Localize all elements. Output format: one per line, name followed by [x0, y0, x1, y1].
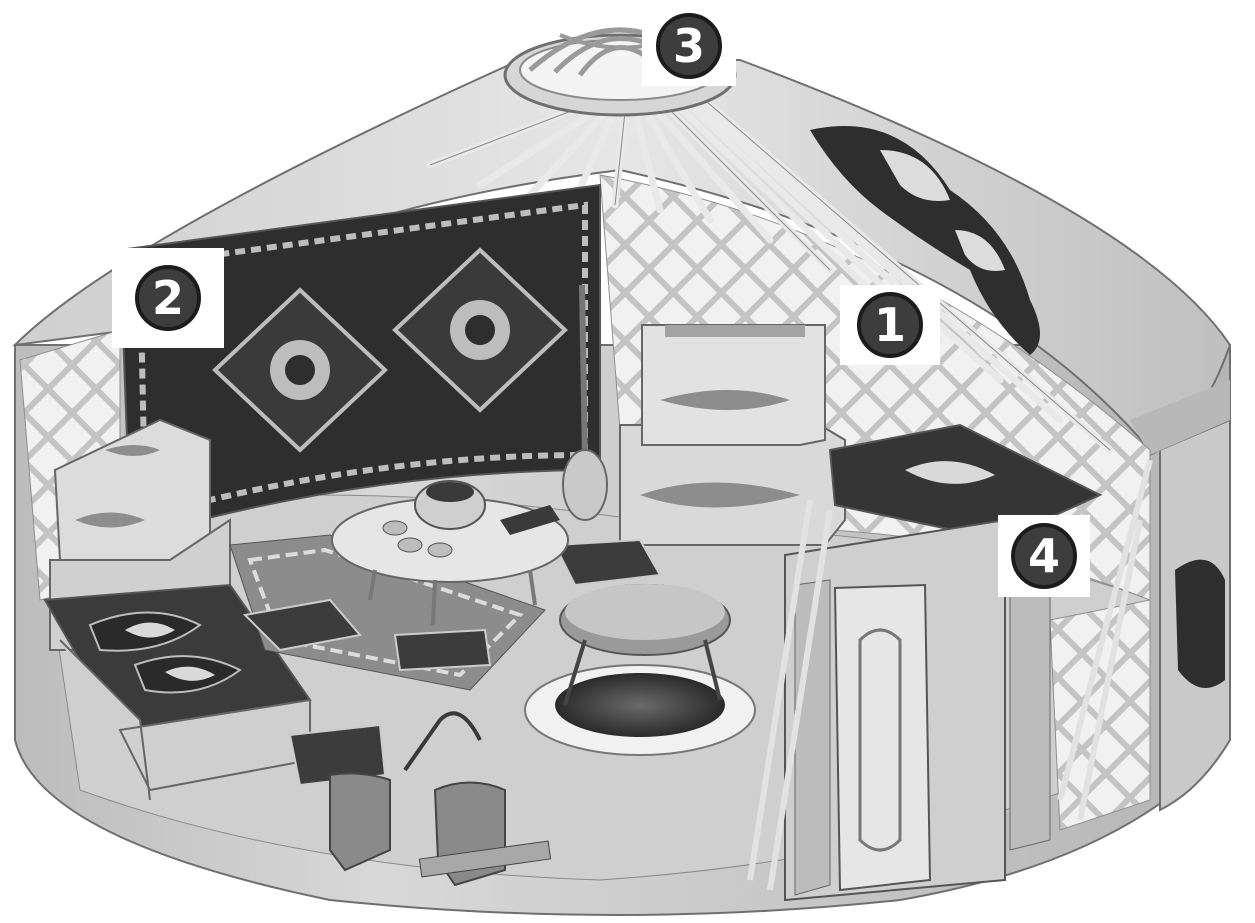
chest-stack-right: [619, 324, 846, 546]
low-table-dastarkhan: [331, 480, 569, 626]
marker-2-label: 2: [135, 265, 201, 331]
front-lattice-posts: [747, 459, 1153, 891]
hearth-and-kazan: [524, 584, 756, 756]
yurt-roof: [12, 59, 1232, 457]
whip-and-boots: [329, 711, 552, 887]
marker-4-label: 4: [1011, 523, 1077, 589]
floor-rugs: [229, 534, 662, 787]
yurt-door: [784, 518, 1051, 902]
marker-4: 4: [998, 515, 1090, 597]
dombra-instrument: [562, 284, 608, 521]
marker-3: 3: [642, 6, 736, 86]
bed-with-pillows: [43, 583, 312, 801]
marker-3-label: 3: [656, 13, 722, 79]
marker-1-label: 1: [857, 292, 923, 358]
wall-carpet-tuskiiz: [118, 183, 601, 521]
marker-1: 1: [840, 285, 940, 365]
marker-2: 2: [112, 248, 224, 348]
